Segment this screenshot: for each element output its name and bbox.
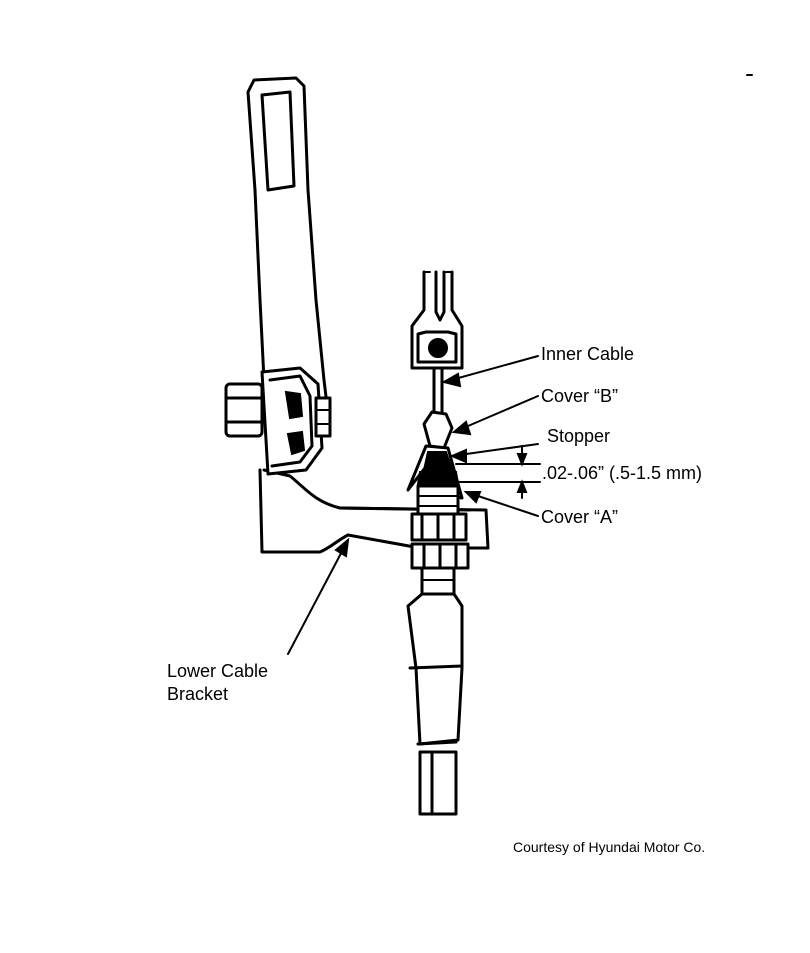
pivot-bolt [224,366,332,476]
inner-cable-label: Inner Cable [541,344,635,364]
clevis [410,270,464,370]
lower-cable-bracket-label-line1: Lower Cable [167,661,269,681]
cover-a-label: Cover “A” [541,507,619,527]
leader-arrows [287,355,539,655]
lower-cable-bracket [338,506,490,550]
lower-cable-bracket-label-line2: Bracket [167,684,229,704]
adjuster-nuts [410,512,470,596]
clearance-label: .02-.06” (.5-1.5 mm) [542,463,703,483]
credit-line: Courtesy of Hyundai Motor Co. [513,839,706,855]
cover-b-label: Cover “B” [541,386,619,406]
clearance-dimension [455,445,541,499]
outer-cable-sheath [406,592,464,816]
stopper-label: Stopper [547,426,611,446]
boot-stopper-assembly [406,410,464,516]
